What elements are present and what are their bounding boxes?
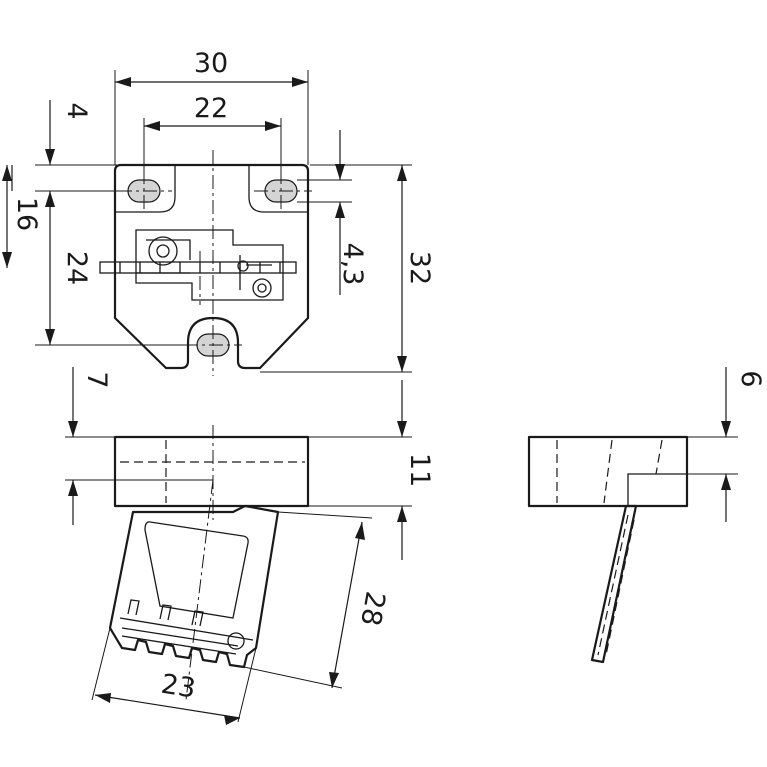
lever-pin-bar bbox=[121, 627, 239, 655]
extension-lines bbox=[35, 70, 738, 723]
dim-overall-height: 32 bbox=[404, 251, 435, 285]
dimension-labels: 30 22 4 16 24 4,3 32 7 11 28 23 6 bbox=[11, 48, 766, 705]
dim-body-height: 11 bbox=[404, 453, 435, 487]
side-body bbox=[527, 435, 689, 508]
side-hidden-lines bbox=[556, 439, 663, 504]
dim-lever-length: 28 bbox=[354, 589, 390, 628]
spring-bar bbox=[99, 261, 297, 274]
lever-outline bbox=[108, 504, 280, 669]
latch-pin-inner bbox=[257, 283, 267, 293]
dim-side-offset-right: 6 bbox=[735, 370, 766, 387]
pivot-circle bbox=[148, 236, 178, 266]
left-lug-cutout bbox=[115, 165, 176, 213]
top-view-centerlines bbox=[118, 150, 312, 376]
spring-bar-ticks bbox=[119, 262, 281, 273]
dim-overall-width: 30 bbox=[194, 48, 228, 79]
side-lever bbox=[590, 504, 638, 664]
lever-window bbox=[144, 521, 249, 619]
lever-pivot-pin bbox=[227, 632, 245, 650]
latch-pin bbox=[252, 278, 272, 298]
dim-lever-width: 23 bbox=[159, 669, 198, 705]
small-pin bbox=[237, 260, 249, 272]
front-hinge-axis bbox=[185, 479, 214, 701]
arrowheads bbox=[2, 77, 731, 725]
side-view bbox=[527, 435, 689, 664]
dim-hole-spacing: 22 bbox=[194, 93, 228, 124]
top-view bbox=[99, 150, 312, 376]
inner-mechanism-outline bbox=[135, 229, 284, 301]
dimension-lines bbox=[6, 81, 727, 719]
front-view bbox=[108, 425, 310, 701]
front-body bbox=[113, 435, 310, 508]
dim-hole-diameter: 4,3 bbox=[337, 243, 368, 286]
dim-side-offset-left: 7 bbox=[81, 371, 112, 388]
dim-upper-height: 16 bbox=[11, 197, 42, 231]
dim-top-offset: 4 bbox=[61, 102, 92, 119]
pivot-pin bbox=[156, 244, 170, 258]
right-lug-cutout bbox=[248, 165, 308, 213]
side-lever-hidden bbox=[597, 514, 635, 656]
dim-lower-height: 24 bbox=[61, 251, 92, 285]
lever-teeth bbox=[119, 599, 254, 641]
side-latch-step bbox=[627, 473, 687, 506]
